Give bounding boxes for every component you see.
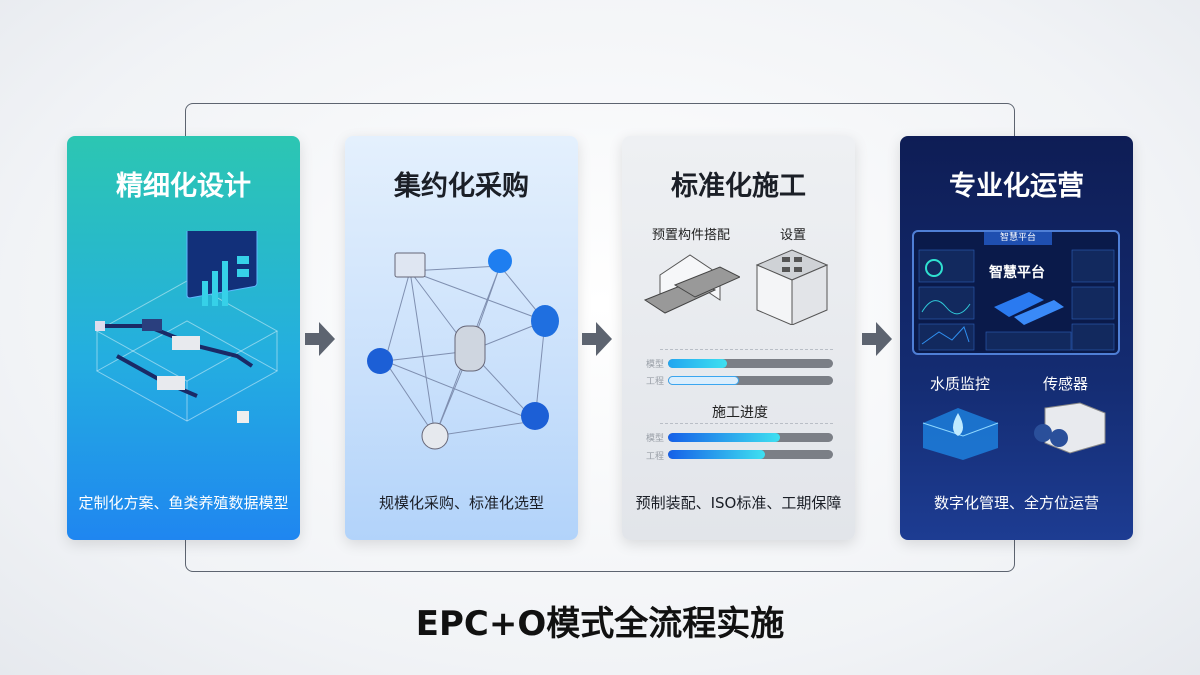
- divider: [660, 423, 833, 424]
- bar-label: 工程: [646, 452, 665, 462]
- card-title: 精细化设计: [116, 171, 251, 202]
- setup-label: 设置: [780, 228, 807, 243]
- card-procurement: 集约化采购 规模化采购、标准化选型: [345, 136, 578, 540]
- progress-fill: [668, 376, 739, 385]
- sensor-icon: [1034, 402, 1106, 454]
- card-design: 精细化设计 定制化方案、鱼类养殖数据模型: [67, 136, 300, 540]
- progress-fill: [668, 450, 766, 459]
- design-blueprint-icon: [95, 231, 279, 423]
- sensor-label: 传感器: [1043, 375, 1089, 393]
- smart-platform-dashboard: 智慧平台 智慧平台: [912, 230, 1120, 355]
- card-subtitle: 定制化方案、鱼类养殖数据模型: [78, 494, 289, 512]
- bar-label: 模型: [646, 360, 665, 370]
- arrow-right-icon: [305, 322, 335, 356]
- prefab-label: 预置构件搭配: [652, 228, 731, 243]
- card-title: 集约化采购: [394, 171, 529, 202]
- progress-bar: [668, 376, 833, 385]
- procurement-network-icon: [367, 249, 559, 450]
- divider: [660, 349, 833, 350]
- platform-title: 智慧平台: [989, 265, 1045, 281]
- water-quality-icon: [922, 408, 999, 460]
- progress-bar: [668, 359, 833, 368]
- main-title: EPC+O模式全流程实施: [415, 604, 785, 644]
- arrow-right-icon: [582, 322, 612, 356]
- platform-header: 智慧平台: [984, 232, 1052, 245]
- card-title: 标准化施工: [671, 171, 806, 202]
- card-subtitle: 规模化采购、标准化选型: [378, 494, 544, 512]
- card-subtitle: 预制装配、ISO标准、工期保障: [635, 494, 842, 512]
- progress-fill: [668, 433, 781, 442]
- card-construction: 标准化施工 预制装配、ISO标准、工期保障: [622, 136, 855, 540]
- card-title: 专业化运营: [949, 171, 1084, 202]
- progress-title: 施工进度: [712, 405, 768, 421]
- bar-label: 模型: [646, 434, 665, 444]
- progress-fill: [668, 359, 728, 368]
- bar-label: 工程: [646, 377, 665, 387]
- water-quality-label: 水质监控: [930, 375, 991, 393]
- card-subtitle: 数字化管理、全方位运营: [933, 494, 1099, 512]
- prefab-components-icon: [643, 254, 740, 314]
- progress-bar: [668, 450, 833, 459]
- arrow-right-icon: [862, 322, 892, 356]
- progress-bar: [668, 433, 833, 442]
- setup-server-icon: [755, 249, 829, 325]
